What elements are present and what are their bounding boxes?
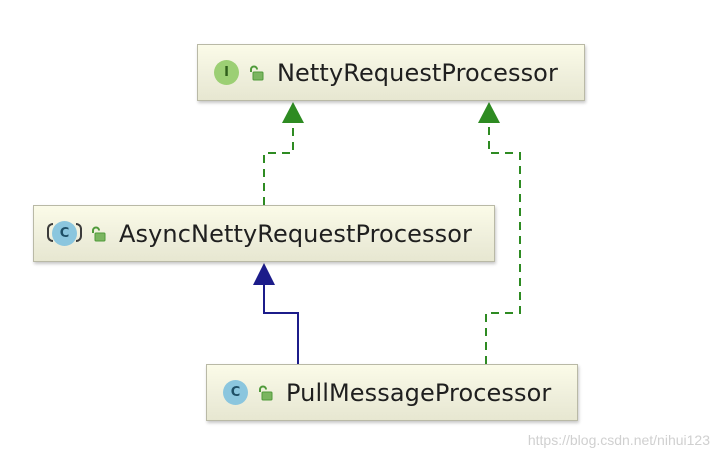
arrowhead-implements-pull xyxy=(478,102,500,123)
arrowhead-implements-async xyxy=(282,102,304,123)
arrowhead-extends xyxy=(253,263,275,285)
unlocked-lock-icon xyxy=(92,226,106,241)
watermark-text: https://blog.csdn.net/nihui123 xyxy=(527,432,710,448)
unlocked-lock-icon xyxy=(250,65,264,80)
unlocked-lock-icon xyxy=(259,385,273,400)
abstract-class-badge-icon: C xyxy=(47,221,82,246)
edge-pull-implements-netty xyxy=(485,122,521,364)
node-label: AsyncNettyRequestProcessor xyxy=(119,219,472,248)
class-badge-icon: C xyxy=(223,380,248,405)
node-label: PullMessageProcessor xyxy=(286,378,552,407)
node-async-netty-request-processor[interactable]: C AsyncNettyRequestProcessor xyxy=(33,205,495,262)
node-pull-message-processor[interactable]: C PullMessageProcessor xyxy=(206,364,578,421)
edge-pull-extends-async xyxy=(263,284,299,364)
node-label: NettyRequestProcessor xyxy=(277,58,558,87)
node-netty-request-processor[interactable]: I NettyRequestProcessor xyxy=(197,44,585,101)
interface-badge-icon: I xyxy=(214,60,239,85)
edge-async-implements-netty xyxy=(263,122,294,205)
